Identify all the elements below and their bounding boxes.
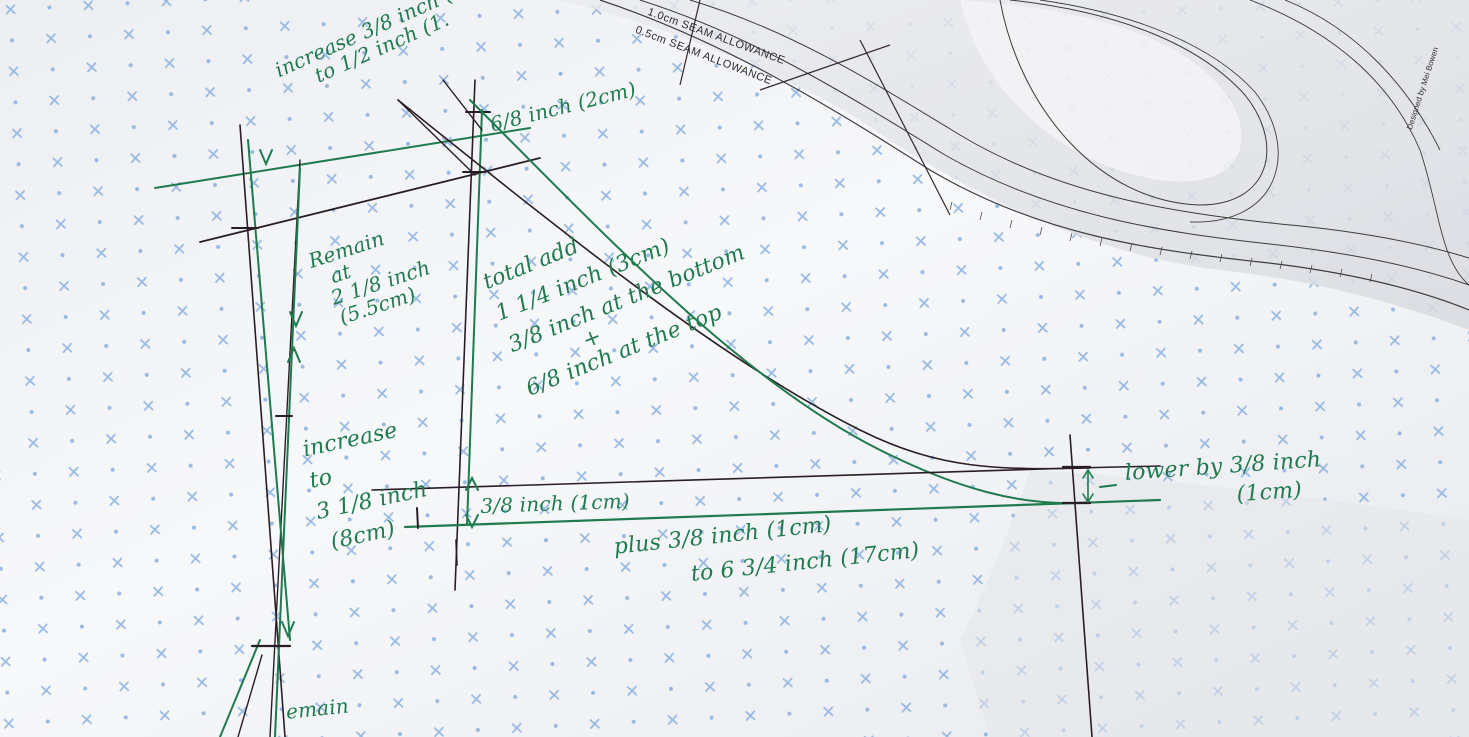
note-three-eighth-left: 3/8 inch (1cm) <box>479 488 631 518</box>
note-remain-bottom: emain <box>284 693 350 724</box>
french-curve-ruler <box>560 0 1469 330</box>
